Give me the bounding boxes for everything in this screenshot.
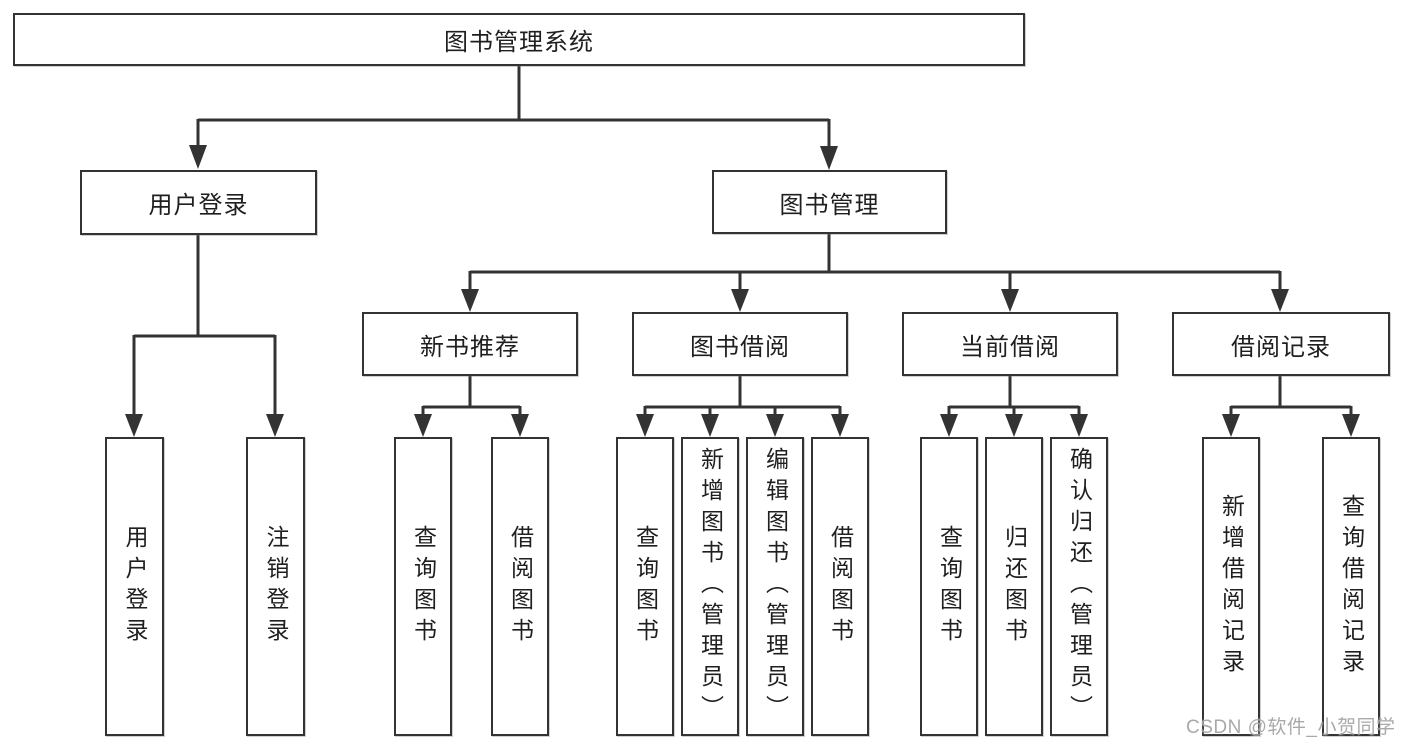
- csdn-watermark: CSDN @软件_小贺同学: [1186, 717, 1396, 738]
- node-user-login: 用户登录: [80, 170, 317, 235]
- connector-borrow-to-leaves: [643, 376, 842, 416]
- leaf-label: 确认归还（管理员）: [1066, 447, 1093, 726]
- connector-current-to-leaves: [947, 376, 1081, 416]
- leaf-add-book-admin: 新增图书（管理员）: [681, 437, 739, 736]
- leaf-query-borrow-record: 查询借阅记录: [1322, 437, 1380, 736]
- leaf-add-borrow-record: 新增借阅记录: [1202, 437, 1260, 736]
- leaf-label: 新增借阅记录: [1218, 493, 1245, 680]
- leaf-label: 新增图书（管理员）: [697, 447, 724, 726]
- node-current-borrow: 当前借阅: [902, 312, 1118, 376]
- leaf-user-login: 用户登录: [105, 437, 164, 736]
- leaf-query-books-recommend: 查询图书: [394, 437, 452, 736]
- leaf-label: 查询图书: [936, 524, 963, 649]
- leaf-edit-book-admin: 编辑图书（管理员）: [746, 437, 804, 736]
- leaf-label: 归还图书: [1001, 524, 1028, 649]
- node-new-book-recommend: 新书推荐: [362, 312, 578, 376]
- leaf-label: 注销登录: [263, 524, 289, 649]
- connector-userlogin-to-leaves: [132, 235, 277, 416]
- leaf-borrow-books-recommend: 借阅图书: [491, 437, 549, 736]
- leaf-label: 查询图书: [410, 524, 437, 649]
- connector-records-to-leaves: [1229, 376, 1353, 416]
- leaf-query-books-current: 查询图书: [920, 437, 978, 736]
- leaf-label: 编辑图书（管理员）: [762, 447, 789, 726]
- node-borrow-records: 借阅记录: [1172, 312, 1390, 376]
- leaf-label: 查询图书: [632, 524, 659, 649]
- node-library-management-system: 图书管理系统: [13, 13, 1025, 66]
- node-book-borrow: 图书借阅: [632, 312, 848, 376]
- node-book-management: 图书管理: [712, 170, 947, 234]
- leaf-query-books-borrow: 查询图书: [616, 437, 674, 736]
- connector-bookmgmt-to-level3: [468, 234, 1282, 291]
- leaf-label: 借阅图书: [507, 524, 534, 649]
- leaf-borrow-books: 借阅图书: [811, 437, 869, 736]
- leaf-logout: 注销登录: [246, 437, 305, 736]
- leaf-confirm-return-admin: 确认归还（管理员）: [1050, 437, 1108, 736]
- connector-root-to-level2: [196, 66, 831, 147]
- leaf-label: 借阅图书: [827, 524, 854, 649]
- leaf-label: 用户登录: [122, 524, 148, 649]
- leaf-label: 查询借阅记录: [1338, 493, 1365, 680]
- leaf-return-book: 归还图书: [985, 437, 1043, 736]
- connector-newbooks-to-leaves: [421, 376, 522, 416]
